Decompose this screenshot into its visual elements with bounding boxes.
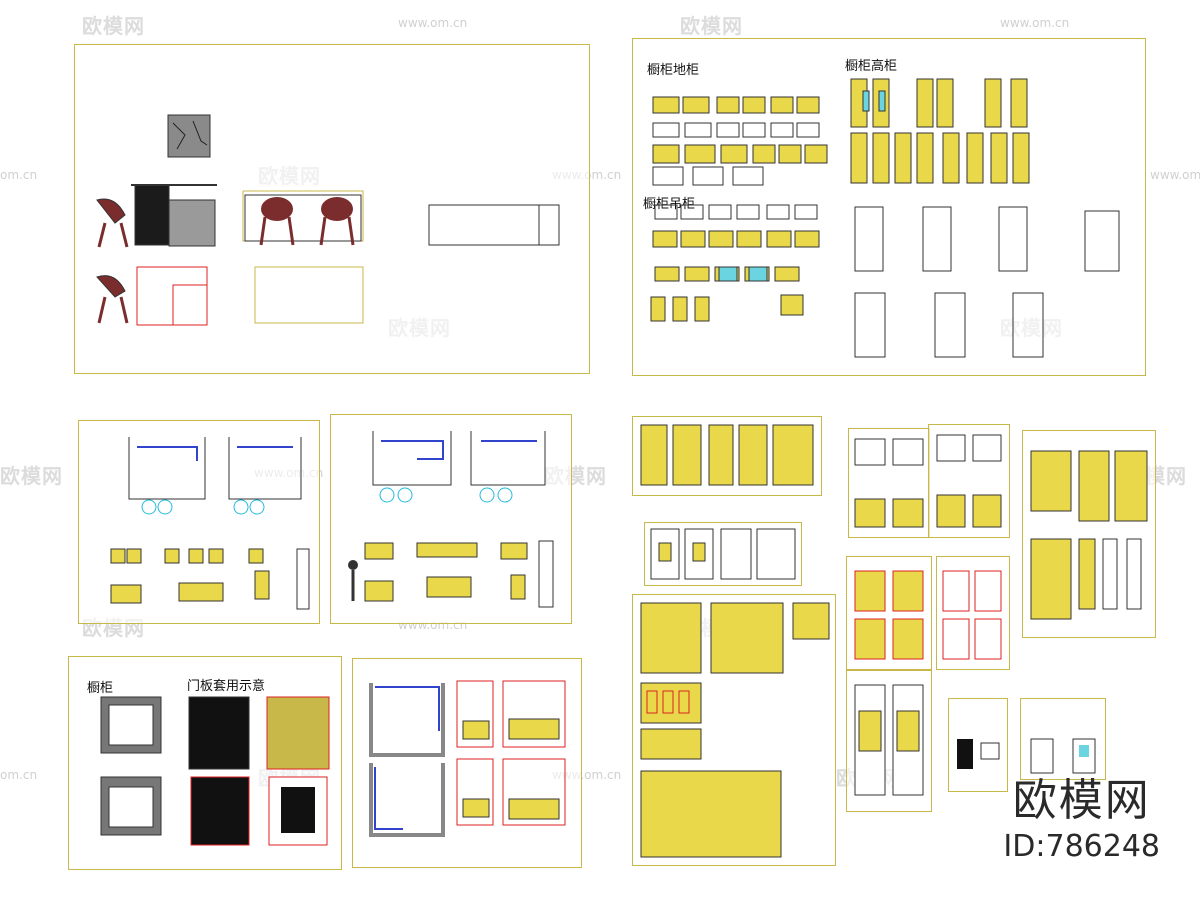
watermark-url: om.cn (0, 768, 38, 782)
kitchen-plans-a-drawing (110, 437, 310, 610)
label-tall-cabinets: 橱柜高柜 (845, 59, 898, 74)
watermark-logo: 欧模网 (680, 14, 743, 38)
brand-name: 欧模网 (1012, 775, 1151, 826)
island-icons-drawing (650, 528, 796, 580)
watermark-url: om.cn (0, 168, 38, 182)
island-set-drawing (854, 684, 924, 796)
sheet-kitchen-plans-b (330, 414, 572, 624)
sheet-u-kitchens (352, 658, 582, 868)
sheet-bar-island (74, 44, 590, 374)
door-panel-title: 橱柜 (87, 681, 114, 696)
sheet-island-icons (644, 522, 802, 586)
sheet-appliance-set (1020, 698, 1106, 780)
door-panels-drawing (100, 696, 330, 846)
appliance-set-drawing (1030, 738, 1096, 774)
sheet-elevation-strip (632, 416, 822, 496)
kitchen-plans-b-drawing (348, 431, 554, 608)
elevation-set-drawing (854, 570, 924, 660)
elevation-strip-drawing (640, 424, 814, 486)
watermark-url: www.om.cn (1150, 168, 1200, 182)
sheet-kitchen-plans-a (78, 420, 320, 624)
misc-grid-drawing (640, 602, 830, 858)
door-panel-subtitle: 门板套用示意 (187, 679, 266, 694)
sheet-plan-set-b (928, 424, 1010, 538)
plan-set-a-drawing (854, 438, 924, 528)
brand-stamp: 欧模网 ID:786248 (1003, 775, 1160, 865)
elevation-set-2-drawing (942, 570, 1002, 660)
brand-id: ID:786248 (1003, 829, 1160, 864)
sheet-cabinet-library: 橱柜地柜 橱柜高柜 橱柜吊柜 (632, 38, 1146, 376)
label-base-cabinets: 橱柜地柜 (647, 63, 700, 78)
plan-set-b-drawing (936, 434, 1002, 528)
sheet-elevation-set-2 (936, 556, 1010, 670)
cabinet-library-drawing (650, 78, 1120, 358)
watermark-url: www.om.cn (1000, 16, 1070, 30)
sheet-misc-grid (632, 594, 836, 866)
u-kitchens-drawing (369, 680, 566, 837)
sheet-island-set (846, 670, 932, 812)
watermark-logo: 欧模网 (82, 14, 145, 38)
sheet-elevation-set (846, 556, 932, 670)
sheet-door-panels: 橱柜 门板套用示意 (68, 656, 342, 870)
bar-island-drawing (96, 114, 560, 326)
sheet-appliance-small (948, 698, 1008, 792)
sheet-plan-set-a (848, 428, 930, 538)
tall-units-drawing (1030, 450, 1148, 620)
watermark-logo: 欧模网 (0, 464, 63, 488)
sheet-tall-units (1022, 430, 1156, 638)
appliance-small-drawing (957, 739, 1000, 769)
watermark-url: www.om.cn (398, 16, 468, 30)
